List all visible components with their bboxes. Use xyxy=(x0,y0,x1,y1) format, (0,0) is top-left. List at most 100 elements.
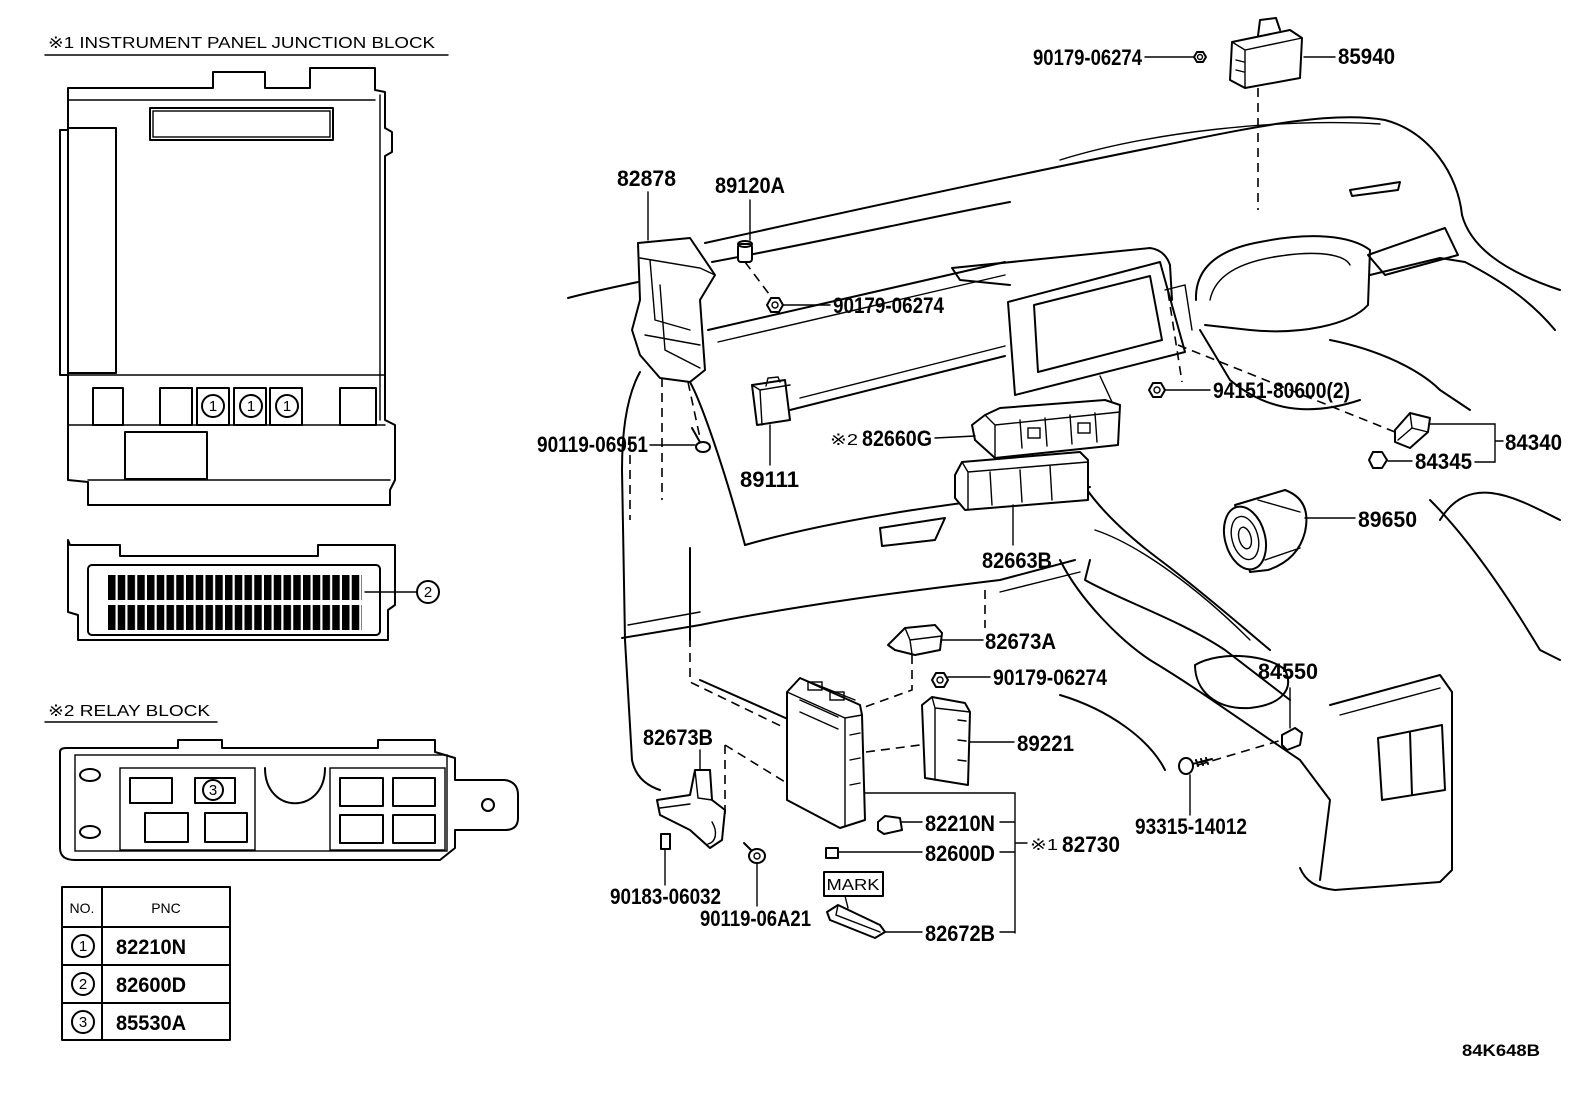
relay-socket xyxy=(339,814,384,844)
right-lower-dash xyxy=(1429,491,1561,661)
callout-89111[interactable]: 89111 xyxy=(740,467,799,492)
callout-89221[interactable]: 89221 xyxy=(1017,731,1074,756)
part-82673B-drawing[interactable] xyxy=(656,769,726,849)
pnc-row-value[interactable]: 82600D xyxy=(116,974,186,997)
part-89650-drawing[interactable] xyxy=(1217,489,1308,574)
relay-marker-1c-text: 1 xyxy=(283,398,291,415)
install-line xyxy=(1197,739,1283,766)
connector-slots-upper xyxy=(108,575,362,600)
callout-89120A[interactable]: 89120A xyxy=(715,173,785,198)
instrument-cluster-hood xyxy=(1194,235,1371,333)
junction-block-left-panel xyxy=(67,127,117,374)
junction-block-label-plate xyxy=(149,107,334,141)
rear-console-top xyxy=(1339,687,1441,716)
relay-marker-1b: 1 xyxy=(239,394,263,418)
install-line xyxy=(865,744,921,753)
display-screen xyxy=(1007,261,1186,396)
parts: MARK xyxy=(631,17,1431,939)
display-screen-glass xyxy=(1033,275,1163,373)
screw-icon[interactable] xyxy=(1178,757,1213,775)
glovebox-side xyxy=(689,381,746,546)
dashboard-outline xyxy=(567,116,1561,891)
nut-icon[interactable] xyxy=(1193,51,1207,63)
pnc-row-value[interactable]: 82210N xyxy=(116,936,186,959)
part-82600D-drawing[interactable] xyxy=(825,847,839,859)
relay-group-left xyxy=(119,767,256,851)
connector-slot-frame xyxy=(87,564,381,636)
relay-marker-1c: 1 xyxy=(275,394,299,418)
callout-82730[interactable]: 82730 xyxy=(1062,832,1120,857)
dash-mid-line xyxy=(789,355,1006,411)
installation-lines xyxy=(629,88,1396,820)
dash-top-upper-line xyxy=(1059,121,1381,161)
callout-90179-06274-lower[interactable]: 90179-06274 xyxy=(993,665,1108,690)
callout-84345[interactable]: 84345 xyxy=(1415,449,1472,474)
install-line xyxy=(724,744,786,783)
install-line xyxy=(689,548,786,729)
part-82672B-drawing[interactable] xyxy=(826,904,886,939)
pnc-table-frame xyxy=(61,886,231,1041)
callout-82600D[interactable]: 82600D xyxy=(925,841,995,866)
callout-90183-06032[interactable]: 90183-06032 xyxy=(610,884,721,909)
left-floor-line xyxy=(689,547,791,721)
part-89111-drawing[interactable] xyxy=(751,376,791,426)
junction-block-slot xyxy=(339,387,377,426)
part-82878-drawing[interactable] xyxy=(631,237,716,383)
callout-85940[interactable]: 85940 xyxy=(1338,44,1395,69)
nut-icon[interactable] xyxy=(931,672,949,688)
nut-icon[interactable] xyxy=(766,297,784,313)
part-85940-drawing[interactable] xyxy=(1229,17,1303,89)
pnc-table-row: 3 85530A xyxy=(71,1010,186,1035)
callout-90179-06274-upper[interactable]: 90179-06274 xyxy=(833,293,945,318)
bolt-icon[interactable] xyxy=(743,842,766,864)
part-82663B-drawing[interactable] xyxy=(954,451,1089,511)
dash-mid-line-2 xyxy=(799,345,1006,399)
relay-block-outline xyxy=(59,739,519,861)
callout-93315-14012[interactable]: 93315-14012 xyxy=(1135,814,1247,839)
callout-82673B[interactable]: 82673B xyxy=(643,725,713,750)
relay-socket xyxy=(194,777,236,804)
pnc-table-row: 2 82600D xyxy=(71,972,186,997)
callout-82660G-ref-mark: ※2 xyxy=(830,432,858,449)
callout-82660G[interactable]: 82660G xyxy=(862,426,932,451)
rear-console-vent xyxy=(1377,724,1446,801)
callout-94151-80600[interactable]: 94151-80600(2) xyxy=(1213,378,1350,403)
nut-icon[interactable] xyxy=(1148,382,1166,398)
part-89221-drawing[interactable] xyxy=(921,696,971,786)
pnc-row-value[interactable]: 85530A xyxy=(116,1012,186,1035)
callout-82663B[interactable]: 82663B xyxy=(982,548,1052,573)
clip-icon[interactable] xyxy=(660,833,671,850)
connector-marker-2: 2 xyxy=(416,580,440,604)
mounting-hole xyxy=(481,798,495,812)
part-84550-drawing[interactable] xyxy=(1281,727,1303,751)
part-82673A-drawing[interactable] xyxy=(887,624,943,656)
install-line xyxy=(1167,291,1183,383)
part-82730-drawing[interactable] xyxy=(786,677,866,829)
part-82210N-drawing[interactable] xyxy=(877,815,903,835)
junction-block-slot xyxy=(159,387,193,426)
callout-82672B[interactable]: 82672B xyxy=(925,921,995,946)
nut-icon[interactable] xyxy=(1368,451,1388,469)
callout-90119-06951[interactable]: 90119-06951 xyxy=(537,432,648,457)
callout-89650[interactable]: 89650 xyxy=(1358,507,1417,532)
relay-marker-1a: 1 xyxy=(201,394,225,418)
install-line xyxy=(687,381,701,439)
callout-82673A[interactable]: 82673A xyxy=(985,629,1056,654)
screw-icon[interactable] xyxy=(691,427,711,453)
callout-82210N[interactable]: 82210N xyxy=(925,811,995,836)
callout-82878[interactable]: 82878 xyxy=(617,166,676,191)
part-82660G-drawing[interactable] xyxy=(971,399,1121,459)
part-84340-drawing[interactable] xyxy=(1394,412,1431,449)
callout-90179-06274-top[interactable]: 90179-06274 xyxy=(1033,45,1143,70)
center-console-line xyxy=(1094,529,1251,641)
defroster-slot xyxy=(1349,181,1401,197)
junction-block-slot xyxy=(92,387,124,426)
callout-84340[interactable]: 84340 xyxy=(1505,430,1562,455)
part-89120A-drawing[interactable] xyxy=(737,240,753,263)
dash-lower-line xyxy=(999,571,1081,593)
callout-84550[interactable]: 84550 xyxy=(1258,659,1318,684)
callout-90119-06A21[interactable]: 90119-06A21 xyxy=(700,906,811,931)
leader-bracket-82730 xyxy=(864,792,1028,934)
relay-marker-3-text: 3 xyxy=(209,782,217,799)
floor-curve xyxy=(1059,694,1166,771)
